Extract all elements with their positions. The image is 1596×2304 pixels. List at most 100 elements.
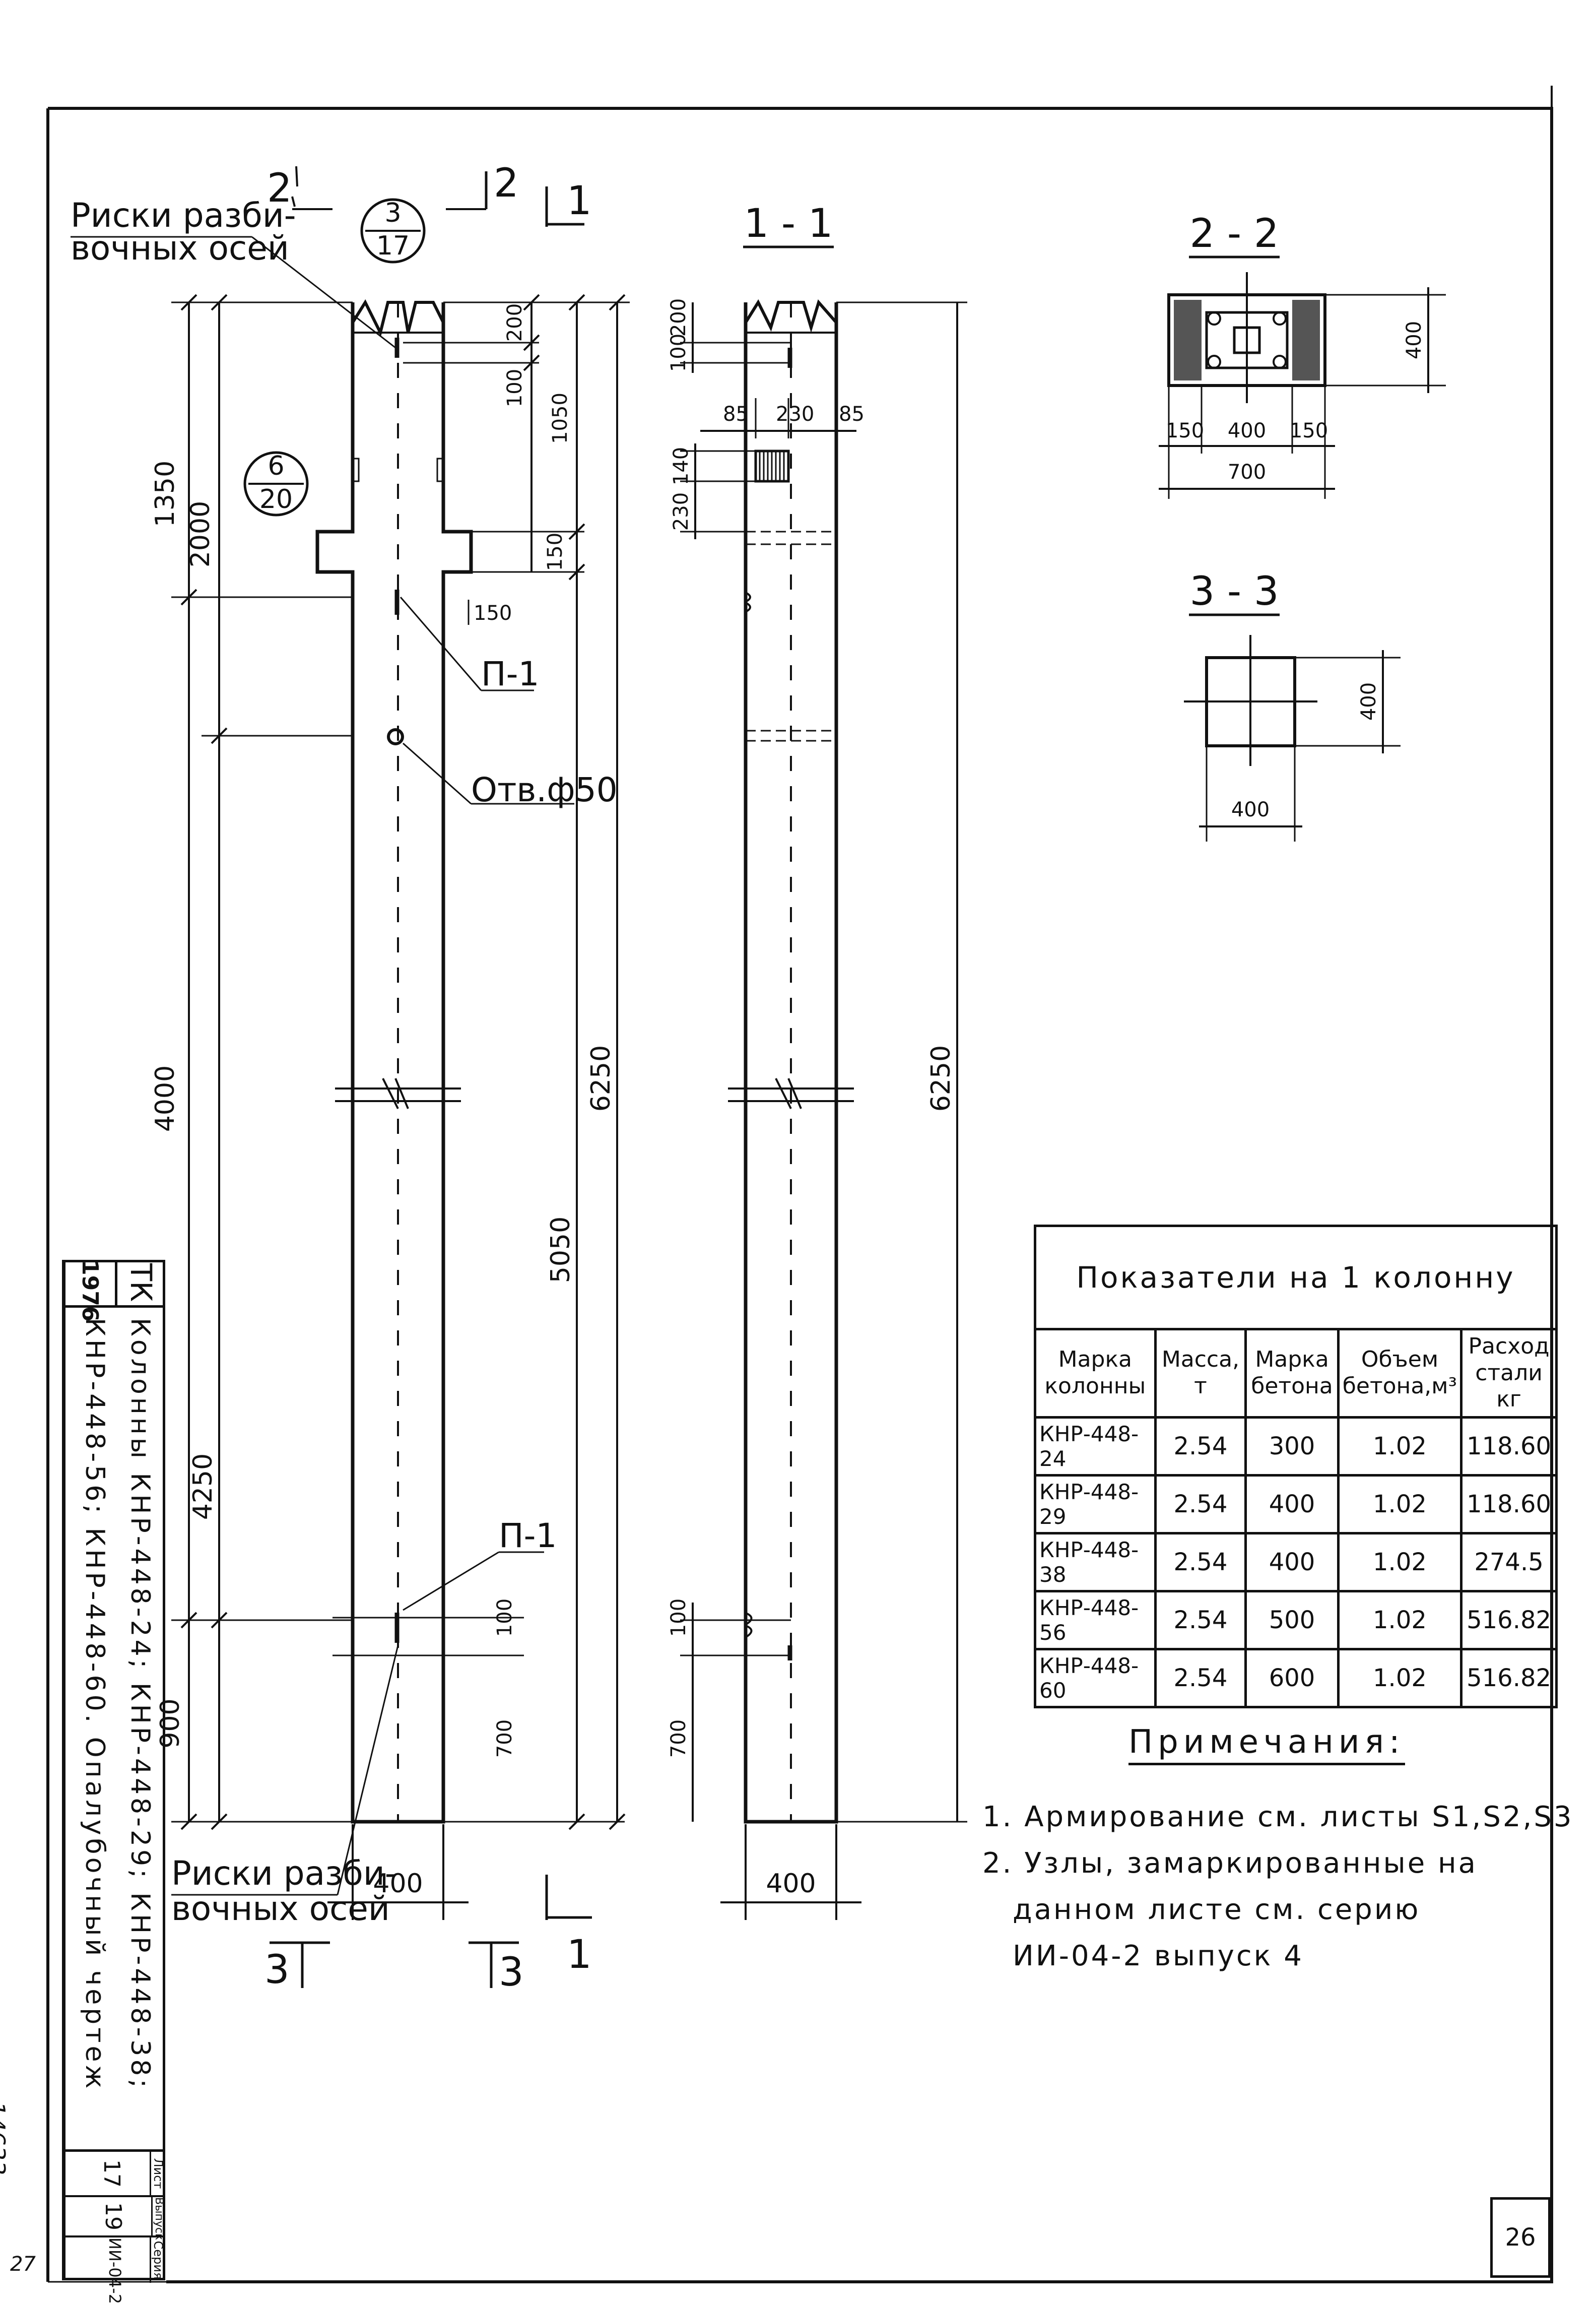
table-header-row: Марка колонны Масса, т Марка бетона Объе… [1034,1328,1558,1419]
indicators-table: Показатели на 1 колонну Марка колонны Ма… [1034,1225,1558,1708]
cut-2-left: 2 [267,166,292,211]
title-line-2: КНР-448-56; КНР-448-60. Опалубочный черт… [80,1318,110,2092]
risks-label-top-2: вочных осей [71,229,289,268]
table-row: КНР-448-24 2.54 300 1.02 118.60 [1034,1416,1558,1477]
note-item: 2. Узлы, замаркированные на [982,1847,1478,1880]
node-top-sheet: 17 [376,231,410,261]
side-dim-230: 230 [776,403,814,426]
table-caption: Показатели на 1 колонну [1034,1225,1558,1330]
cell-mark: КНР-448-38 [1034,1532,1157,1592]
margin-small-number: 27 [10,2253,36,2276]
cell-volume: 1.02 [1337,1532,1463,1592]
cell-grade: 400 [1244,1532,1340,1592]
table-row: КНР-448-29 2.54 400 1.02 118.60 [1034,1474,1558,1534]
section-1-1-title: 1 - 1 [744,201,833,246]
table-row: КНР-448-38 2.54 400 1.02 274.5 [1034,1532,1558,1592]
risks-label-bottom-1: Риски разби- [171,1854,397,1893]
side-dim-100-bottom: 100 [667,1598,690,1637]
x33-dim-400-width: 400 [1231,798,1270,821]
cell-volume: 1.02 [1337,1590,1463,1650]
col-header-steel: Расход стали кг [1460,1328,1558,1419]
cell-grade: 600 [1244,1648,1340,1708]
cell-steel: 118.60 [1460,1416,1558,1477]
cutting-planes: 2 2 1 1 3 3 [264,161,592,1995]
dim-700: 700 [493,1719,516,1758]
note-item: данном листе см. серию [1013,1893,1421,1926]
cell-mass: 2.54 [1154,1474,1247,1534]
side-dim-700: 700 [667,1719,690,1758]
table-caption-row: Показатели на 1 колонну [1034,1225,1558,1330]
title-series-caption: Серия [150,2237,165,2283]
sheet-frame [48,107,1553,2283]
side-dim-140: 140 [670,447,693,485]
title-block-frame [63,1260,169,2280]
risks-label-bottom-2: вочных осей [171,1889,390,1928]
p1-label-top: П-1 [481,655,539,693]
title-issue-label: Выпуск [151,2197,165,2240]
dim-150-collar: 150 [544,533,567,571]
title-block: ТК 1976 Колонны КНР-448-24; КНР-448-29; … [62,1260,165,2304]
note-item: ИИ-04-2 выпуск 4 [1013,1940,1304,1972]
annotations: Риски разби- вочных осей П-1 Отв.ф50 П-1… [71,196,618,1928]
x22-dim-400-height: 400 [1403,321,1426,359]
cell-volume: 1.02 [1337,1474,1463,1534]
section-2-2-view: 2 - 2 400 150 400 150 700 [1159,211,1446,499]
side-dim-200: 200 [667,298,690,337]
section-3-3-title: 3 - 3 [1190,569,1279,614]
cell-steel: 118.60 [1460,1474,1558,1534]
cell-mass: 2.54 [1154,1590,1247,1650]
dim-1350: 1350 [150,461,180,527]
title-issue-number: 19 [100,2202,126,2230]
cell-volume: 1.02 [1337,1648,1463,1708]
cell-steel: 516.82 [1460,1590,1558,1650]
note-item: 1. Армирование см. листы S1,S2,S3 [982,1801,1574,1833]
hole-label: Отв.ф50 [471,771,618,809]
cell-mass: 2.54 [1154,1648,1247,1708]
side-dim-100: 100 [667,334,690,372]
dim-2000: 2000 [185,501,216,567]
title-block-org: ТК [115,1260,165,1308]
dim-100-bottom: 100 [493,1598,516,1637]
side-dim-230-v: 230 [670,492,693,531]
col-header-mass: Масса, т [1154,1328,1247,1419]
cut-3-right: 3 [499,1950,524,1995]
dim-900: 900 [155,1698,185,1748]
col-header-concrete-grade: Марка бетона [1244,1328,1340,1419]
cell-grade: 400 [1244,1474,1340,1534]
cut-2-right: 2 [494,161,519,206]
x33-dim-400-height: 400 [1357,682,1380,721]
title-series-number: ИИ-04-2 [105,2237,124,2304]
node-mid-sheet: 20 [259,484,293,515]
dim-6250: 6250 [586,1045,616,1112]
side-dim-85-right: 85 [839,403,864,426]
title-line-1: Колонны КНР-448-24; КНР-448-29; КНР-448-… [125,1318,155,2091]
col-header-mark: Марка колонны [1034,1328,1157,1419]
x22-dim-700: 700 [1228,461,1266,484]
cell-mark: КНР-448-24 [1034,1416,1157,1477]
dim-200: 200 [503,303,526,342]
cell-steel: 516.82 [1460,1648,1558,1708]
dim-4250: 4250 [188,1453,218,1520]
node-top-number: 3 [384,198,401,228]
dim-400-width: 400 [373,1869,423,1899]
notes-title: Примечания: [1128,1723,1405,1765]
cell-mass: 2.54 [1154,1532,1247,1592]
side-dim-400: 400 [766,1869,816,1899]
x22-dim-150-left: 150 [1166,419,1204,442]
dim-4000: 4000 [150,1065,180,1132]
cut-1-bottom: 1 [567,1932,592,1977]
cell-mark: КНР-448-60 [1034,1648,1157,1708]
margin-archive-number: 14633 [0,2101,10,2175]
cell-mark: КНР-448-56 [1034,1590,1157,1650]
node-mid-number: 6 [268,451,284,481]
column-front-view [315,299,524,1824]
side-dim-6250: 6250 [926,1045,956,1112]
dim-1050: 1050 [549,393,572,444]
title-sheet-number: 17 [99,2159,124,2188]
notes-list: 1. Армирование см. листы S1,S2,S3 2. Узл… [982,1794,1574,1979]
sheet-number-box: 26 [1490,2197,1551,2278]
cell-mark: КНР-448-29 [1034,1474,1157,1534]
title-series-label: Лист [150,2152,165,2195]
cell-volume: 1.02 [1337,1416,1463,1477]
